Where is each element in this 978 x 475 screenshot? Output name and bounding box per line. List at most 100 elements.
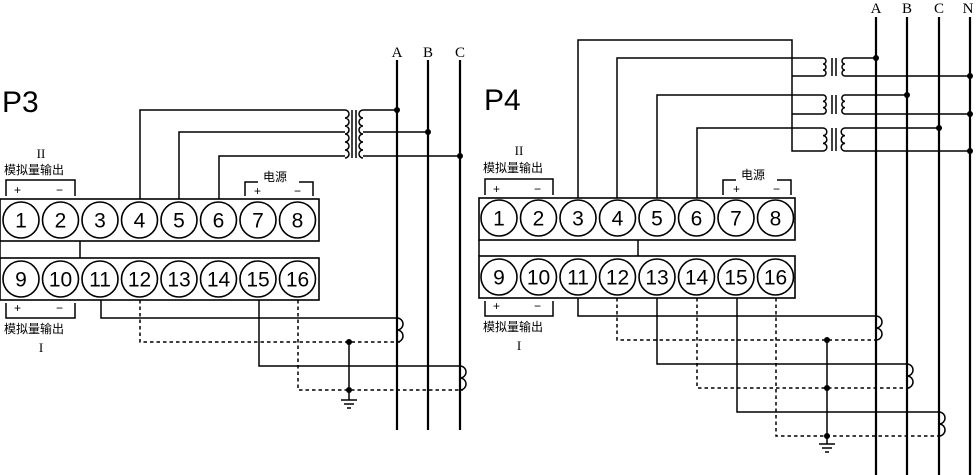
p3-terminal-9: 9 (2, 260, 40, 298)
terminal-number: 1 (493, 208, 505, 231)
terminal-number: 3 (572, 208, 584, 231)
terminal-circle (480, 258, 518, 296)
p3-analog-label-top: 模拟量输出 (4, 162, 64, 177)
p4-pt-2 (822, 94, 858, 115)
terminal-number: 5 (651, 208, 663, 231)
terminal-number: 9 (15, 269, 27, 292)
p4-terminal-13: 13 (638, 258, 676, 296)
p3-terminal-1: 1 (2, 201, 40, 239)
p4-wire-t11 (577, 298, 876, 317)
terminal-circle (677, 199, 716, 237)
p3-wire-t4 (139, 109, 345, 199)
p3-power-bracket-left (244, 181, 258, 196)
terminal-number: 15 (246, 269, 269, 292)
p3-ct-c (459, 365, 467, 391)
terminal-number: 6 (691, 208, 703, 231)
terminal-number: 5 (173, 210, 185, 233)
terminal-circle (160, 201, 198, 239)
terminal-number: 13 (167, 269, 190, 292)
terminal-number: 2 (55, 210, 67, 233)
p4-node-n3 (967, 148, 973, 154)
p4-wire-t13 (656, 298, 907, 365)
p3-terminal-10: 10 (41, 260, 80, 298)
terminal-circle (41, 201, 80, 239)
p4-phase-b: B (902, 1, 912, 17)
p4-title: P4 (484, 84, 521, 117)
p4-ground-node-1 (824, 337, 830, 343)
p4-terminal-11: 11 (559, 258, 597, 296)
terminal-number: 8 (292, 210, 304, 233)
p3-phase-a: A (392, 45, 403, 61)
p4-terminal-6: 6 (677, 199, 716, 237)
terminal-number: 16 (764, 267, 787, 290)
p3-roman-top: II (37, 146, 46, 161)
p3-power-plus: + (254, 184, 261, 198)
p4-analog-bracket-top (484, 178, 554, 195)
p4-analog-label-bottom: 模拟量输出 (483, 319, 543, 334)
p4-ground-icon (819, 443, 835, 453)
terminal-circle (239, 201, 277, 239)
p3-ct-a (396, 317, 404, 343)
p4-wire-t6 (696, 127, 823, 198)
p3-title: P3 (2, 86, 39, 119)
p3-terminal-3: 3 (81, 201, 119, 239)
p3-ground-node-2 (346, 387, 352, 393)
p3-terminal-16: 16 (278, 260, 317, 298)
terminal-circle (278, 260, 317, 298)
p4-analog-bracket-bottom (484, 301, 554, 317)
terminal-circle (677, 258, 716, 296)
p4-ct-c (938, 411, 946, 437)
p4-node-c (936, 125, 942, 131)
p4-terminal-9: 9 (480, 258, 518, 296)
p4-terminal-12: 12 (598, 258, 637, 296)
p4-analog-label-top: 模拟量输出 (483, 160, 543, 175)
terminal-circle (638, 258, 676, 296)
p4-ground-node-3 (824, 433, 830, 439)
terminal-circle (717, 258, 755, 296)
p3-minus-top: − (56, 183, 63, 197)
p4-terminal-14: 14 (677, 258, 716, 296)
p4-wire-t3 (577, 39, 823, 198)
terminal-number: 11 (567, 267, 589, 290)
terminal-circle (519, 258, 558, 296)
terminal-number: 15 (724, 267, 747, 290)
p4-wire-t16 (775, 298, 942, 437)
p4-terminal-8: 8 (756, 199, 795, 237)
p3-terminal-2: 2 (41, 201, 80, 239)
p3-plus-top: + (14, 183, 21, 197)
p3-node-c (457, 153, 463, 159)
terminal-circle (41, 260, 80, 298)
terminal-number: 3 (94, 210, 106, 233)
terminal-circle (199, 201, 238, 239)
terminal-circle (559, 258, 597, 296)
p4-wire-t12 (616, 298, 879, 341)
p3-plus-bottom: + (14, 301, 21, 315)
terminal-circle (278, 201, 317, 239)
p4-roman-top: II (515, 143, 524, 158)
p3-ground-node-1 (346, 339, 352, 345)
terminal-number: 10 (527, 267, 550, 290)
terminal-number: 13 (645, 267, 668, 290)
p4-ct-b (906, 363, 914, 389)
p3-terminal-12: 12 (120, 260, 159, 298)
terminal-number: 1 (15, 210, 27, 233)
p4-node-n1 (967, 73, 973, 79)
terminal-number: 6 (213, 210, 225, 233)
p4-node-a (873, 55, 879, 61)
terminal-circle (199, 260, 238, 298)
terminal-number: 8 (770, 208, 782, 231)
terminal-number: 4 (612, 208, 624, 231)
terminal-circle (2, 201, 40, 239)
terminal-number: 2 (533, 208, 545, 231)
terminal-number: 7 (252, 210, 264, 233)
p3-terminal-13: 13 (160, 260, 198, 298)
p3-terminal-7: 7 (239, 201, 277, 239)
p4-power-bracket-left (722, 179, 736, 195)
p4-node-b (904, 92, 910, 98)
p4-terminal-4: 4 (598, 199, 637, 237)
p4-voltage-transformers (822, 57, 858, 152)
p3-analog-bracket-top (5, 179, 76, 196)
p3-terminal-5: 5 (160, 201, 198, 239)
